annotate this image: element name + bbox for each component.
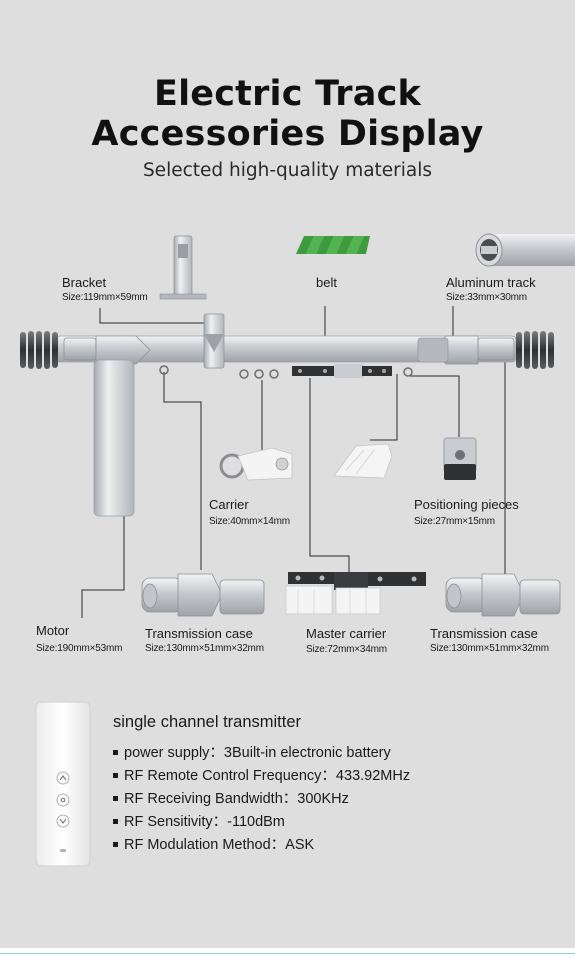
transmission-case-right-image <box>445 573 561 617</box>
transmission-case-right-size: Size:130mm×51mm×32mm <box>430 643 549 654</box>
page-subtitle: Selected high-quality materials <box>142 160 433 181</box>
belt-label: belt <box>316 275 337 290</box>
page-title-line-2: Accessories Display <box>91 114 484 154</box>
page-title-line-1: Electric Track <box>153 74 422 114</box>
bottom-strip <box>0 948 575 960</box>
aluminum-track-label: Aluminum track <box>446 275 536 290</box>
remote-transmitter-image <box>35 701 91 867</box>
carrier-label: Carrier <box>209 497 249 512</box>
spec-item: power supply：3Built-in electronic batter… <box>113 742 410 765</box>
motor-size: Size:190mm×53mm <box>36 643 123 654</box>
aluminum-track-image <box>475 233 575 267</box>
left-end-spring <box>20 331 58 369</box>
chevron-up-icon <box>56 771 70 785</box>
chevron-down-icon <box>56 814 70 828</box>
spec-item: RF Receiving Bandwidth：300KHz <box>113 788 410 811</box>
leader-lines <box>81 306 506 618</box>
master-carrier-size: Size:72mm×34mm <box>306 644 387 655</box>
motor-label: Motor <box>36 623 70 638</box>
spec-item: RF Modulation Method：ASK <box>113 834 410 857</box>
transmitter-spec-list: power supply：3Built-in electronic batter… <box>113 742 410 857</box>
transmission-case-left-size: Size:130mm×51mm×32mm <box>145 643 264 654</box>
master-carrier-wedge-image <box>333 443 393 479</box>
positioning-pieces-label: Positioning pieces <box>414 497 519 512</box>
transmission-case-left-image <box>141 573 265 617</box>
spec-item: RF Remote Control Frequency：433.92MHz <box>113 765 410 788</box>
indicator-light <box>60 849 66 852</box>
track-assembly <box>20 313 554 517</box>
transmission-case-right-label: Transmission case <box>430 626 538 641</box>
master-carrier-label: Master carrier <box>306 626 387 641</box>
bottom-divider <box>0 953 575 954</box>
bracket-label: Bracket <box>62 275 107 290</box>
master-carrier-image <box>285 572 426 615</box>
positioning-pieces-size: Size:27mm×15mm <box>414 516 495 527</box>
spec-item: RF Sensitivity：-110dBm <box>113 811 410 834</box>
carrier-image <box>219 447 293 481</box>
positioning-pieces-image <box>443 437 477 480</box>
right-end-spring <box>516 331 554 369</box>
belt-image <box>296 236 370 254</box>
aluminum-track-size: Size:33mm×30mm <box>446 292 527 303</box>
circle-stop-icon <box>56 793 70 807</box>
transmission-case-left-label: Transmission case <box>145 626 253 641</box>
bracket-image <box>159 235 207 300</box>
bracket-size: Size:119mm×59mm <box>62 292 148 303</box>
transmitter-title: single channel transmitter <box>113 713 302 731</box>
carrier-size: Size:40mm×14mm <box>209 516 290 527</box>
